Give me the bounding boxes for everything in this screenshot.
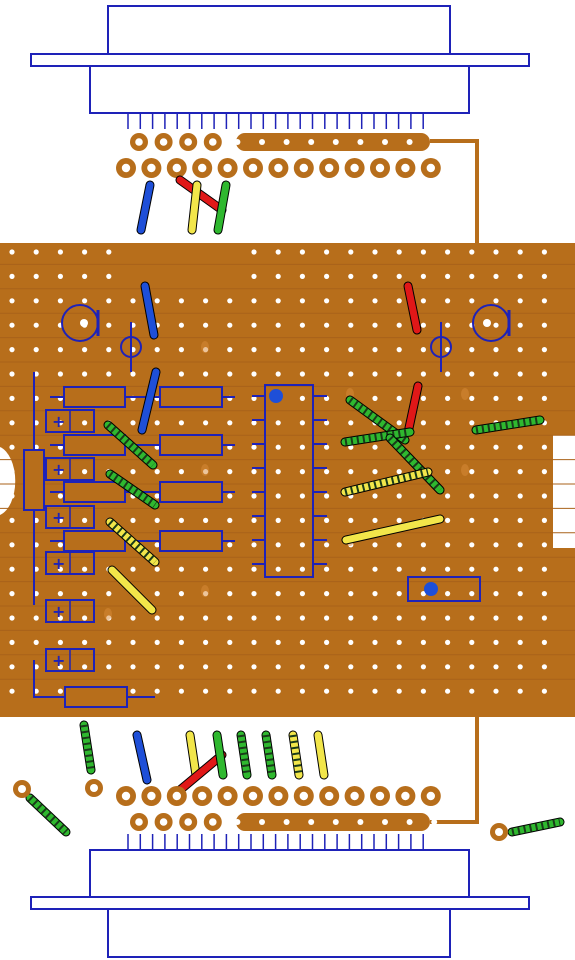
stripboard: [0, 243, 575, 717]
top-pad-6: [259, 139, 265, 145]
resistor-bank-left: [50, 386, 150, 552]
wire-blue-2: [137, 367, 161, 435]
capacitor-c1-top-left: [61, 304, 100, 342]
bottom-ground-track: [430, 717, 479, 824]
bottom-connector-pads-row2: [130, 813, 438, 831]
bottom-pad2-6: [259, 819, 265, 825]
wire-green-1: [103, 420, 158, 470]
resistor-mid-3: [159, 481, 223, 503]
wire-yellow-1: [105, 517, 160, 567]
wire-bottom-green-4: [261, 730, 277, 780]
svg-text:+: +: [52, 554, 65, 573]
bottom-pad2-7: [283, 819, 290, 825]
resistor-mid-4: [159, 530, 223, 552]
ic-dip16: [252, 384, 327, 578]
polarised-capacitor-1: +: [45, 409, 95, 433]
ic-pin-leads: [252, 395, 327, 565]
wire-red-1: [403, 281, 422, 335]
wire-bottom-green-2: [212, 730, 228, 780]
bottom-pad2-5: [234, 819, 241, 825]
wire-bottom-green-1: [79, 720, 96, 775]
wire-green-2: [105, 469, 160, 510]
bottom-pad2-11: [382, 819, 388, 825]
small-capacitor-left: [120, 322, 142, 372]
top-connector-pads-row2: [116, 158, 441, 178]
top-pad-9: [332, 139, 339, 145]
wire-green-4: [340, 427, 415, 447]
resistor-bank-middle: [150, 386, 235, 552]
top-ground-track: [430, 139, 479, 244]
resistor-mid-1: [159, 386, 223, 408]
transistor-bottom-right: [407, 576, 481, 602]
resistor-vertical-left: [23, 372, 45, 605]
resistor-left-3: [63, 481, 126, 503]
top-pad-10: [357, 139, 364, 145]
wire-bottom-blue: [132, 730, 152, 785]
top-db25-connector: [30, 5, 530, 129]
top-pad-11: [382, 139, 388, 145]
svg-text:+: +: [52, 651, 65, 670]
top-connector-pads-row1: [130, 133, 438, 151]
wire-yellow-2: [107, 565, 157, 615]
polarised-capacitor-6: +: [45, 648, 95, 672]
bottom-pad2-10: [357, 819, 364, 825]
small-capacitor-right: [430, 322, 452, 372]
svg-text:+: +: [52, 508, 65, 527]
bottom-db25-connector: [30, 834, 530, 958]
svg-text:+: +: [52, 602, 65, 621]
bottom-connector-pads-row1: [116, 786, 441, 806]
resistor-mid-2: [159, 434, 223, 456]
polarised-capacitor-bank: + + + + + +: [45, 409, 95, 672]
bottom-pad2-9: [332, 819, 339, 825]
wire-top-yellow: [187, 180, 202, 235]
svg-text:+: +: [52, 460, 65, 479]
wire-blue-1: [140, 281, 159, 340]
top-connector-pin-legs: [127, 113, 424, 129]
wire-yellow-4: [341, 514, 445, 545]
bottom-pad2-13: [431, 819, 438, 825]
wire-bottom-green-3: [236, 730, 252, 780]
wire-bottom-yellow-1: [185, 730, 201, 780]
wire-bottom-yellow-3: [313, 730, 329, 780]
resistor-left-1: [63, 386, 126, 408]
wire-green-5: [385, 433, 445, 495]
wire-bottom-red: [175, 750, 227, 795]
resistor-left-4: [63, 530, 126, 552]
resistor-horizontal-bottom: [33, 660, 155, 708]
bottom-pad2-12: [406, 819, 413, 825]
polarised-capacitor-3: +: [45, 505, 95, 529]
wire-top-blue: [136, 180, 155, 235]
wire-bottom-yellow-2: [288, 730, 304, 780]
polarised-capacitor-5: +: [45, 599, 95, 623]
capacitor-c2-top-right: [472, 304, 511, 342]
top-pad-8: [308, 139, 315, 145]
wire-bottom-right-loose: [507, 817, 565, 837]
top-pad-7: [283, 139, 290, 145]
wire-yellow-3: [340, 467, 433, 497]
resistor-left-2: [63, 434, 126, 456]
bottom-pad2-8: [308, 819, 315, 825]
wire-red-2: [404, 381, 423, 433]
wire-top-green: [213, 180, 231, 235]
svg-text:+: +: [52, 412, 65, 431]
wire-green-right: [471, 415, 545, 435]
polarised-capacitor-2: +: [45, 457, 95, 481]
top-pad-5: [234, 139, 241, 145]
top-pad-12: [406, 139, 413, 145]
polarised-capacitor-4: +: [45, 551, 95, 575]
jumper-wires: [25, 175, 565, 837]
wire-bottom-left-loose: [25, 793, 71, 837]
wire-top-red: [175, 175, 227, 215]
